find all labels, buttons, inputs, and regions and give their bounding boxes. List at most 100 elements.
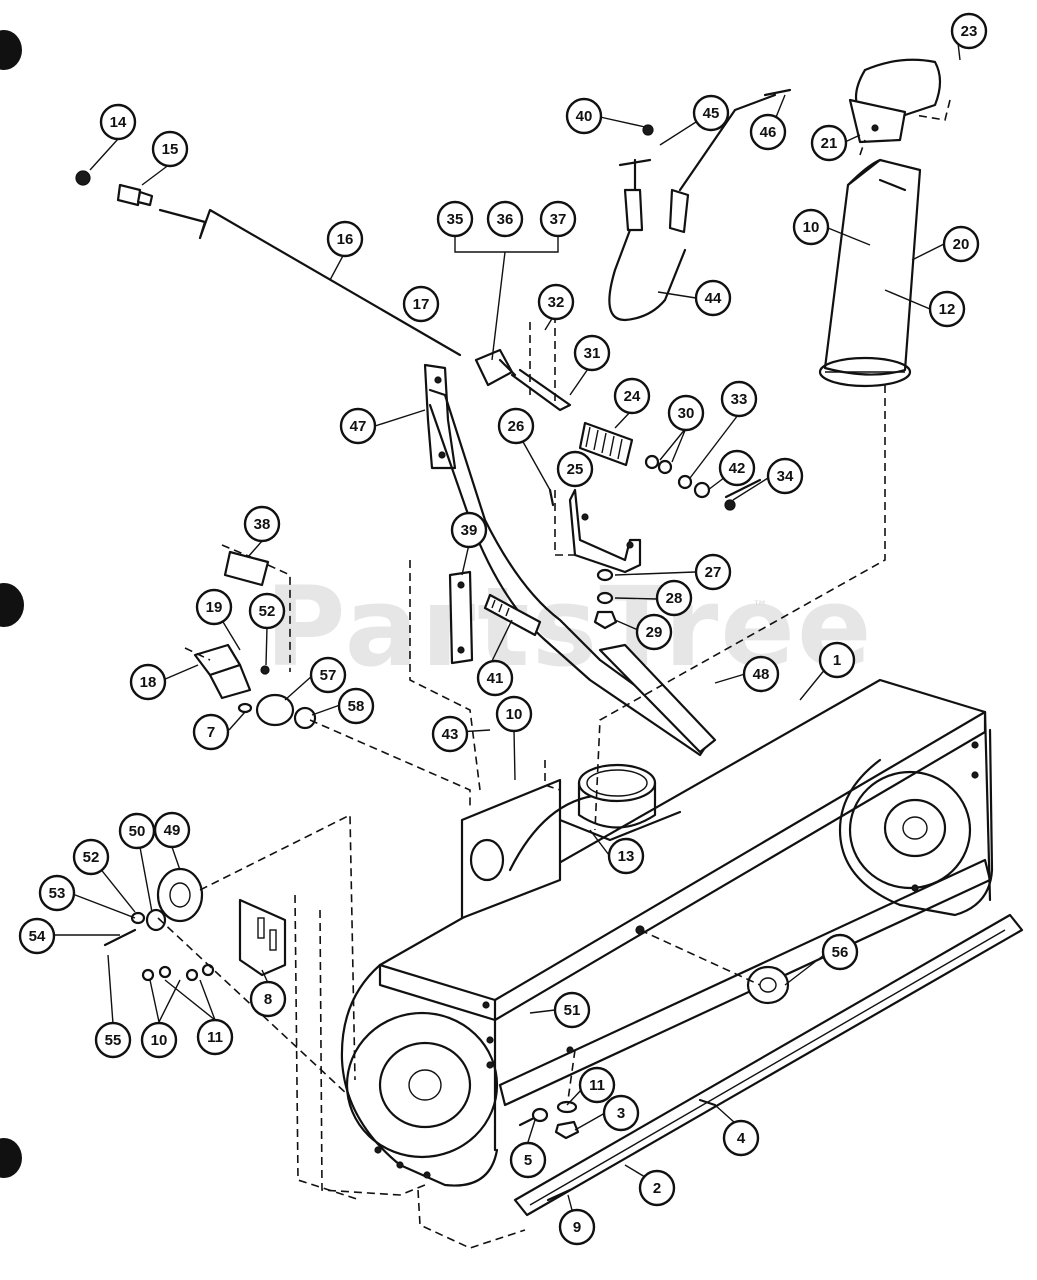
callout-4: 4 <box>722 1119 760 1157</box>
callout-label-54: 54 <box>29 928 46 945</box>
callout-27: 27 <box>694 553 732 591</box>
callout-45: 45 <box>692 94 730 132</box>
callout-50: 50 <box>118 812 156 850</box>
callout-26: 26 <box>497 407 535 445</box>
callout-label-15: 15 <box>162 141 179 158</box>
crank-rod <box>75 170 462 357</box>
callout-label-57: 57 <box>320 667 337 684</box>
callout-label-56: 56 <box>832 944 849 961</box>
callout-15: 15 <box>151 130 189 168</box>
callout-label-10c: 10 <box>151 1032 168 1049</box>
callout-21: 21 <box>810 124 848 162</box>
callout-label-53: 53 <box>49 885 66 902</box>
callout-2: 2 <box>638 1169 676 1207</box>
callout-label-46: 46 <box>760 124 777 141</box>
callout-5: 5 <box>509 1141 547 1179</box>
callout-47: 47 <box>339 407 377 445</box>
callout-label-4: 4 <box>737 1130 746 1147</box>
callout-8: 8 <box>249 980 287 1018</box>
callout-label-45: 45 <box>703 105 720 122</box>
callout-11-a: 11 <box>196 1018 234 1056</box>
callout-54: 54 <box>18 917 56 955</box>
callout-label-31: 31 <box>584 345 601 362</box>
callout-label-50: 50 <box>129 823 146 840</box>
callout-label-37: 37 <box>550 211 567 228</box>
callout-46: 46 <box>749 113 787 151</box>
callout-31: 31 <box>573 334 611 372</box>
universal-joint-upper <box>474 348 517 387</box>
callout-29: 29 <box>635 613 673 651</box>
callout-23: 23 <box>950 12 988 50</box>
callout-label-8: 8 <box>264 991 272 1008</box>
callout-label-26: 26 <box>508 418 525 435</box>
callout-label-34: 34 <box>777 468 794 485</box>
callout-24: 24 <box>613 377 651 415</box>
callout-56: 56 <box>821 933 859 971</box>
callout-bubbles: 1 2 3 4 5 7 8 9 10 10 10 11 11 12 13 14 … <box>18 12 988 1246</box>
callout-label-23: 23 <box>961 23 978 40</box>
leader-lines <box>46 42 961 1211</box>
callout-label-48: 48 <box>753 666 770 683</box>
callout-label-20: 20 <box>953 236 970 253</box>
callout-label-35: 35 <box>447 211 464 228</box>
watermark-trademark: ™ <box>752 597 768 616</box>
callout-label-39: 39 <box>461 522 478 539</box>
callout-49: 49 <box>153 811 191 849</box>
callout-label-7: 7 <box>207 724 215 741</box>
callout-42: 42 <box>718 449 756 487</box>
callout-37: 37 <box>539 200 577 238</box>
callout-label-11b: 11 <box>589 1077 605 1094</box>
callout-33: 33 <box>720 380 758 418</box>
callout-18: 18 <box>129 663 167 701</box>
watermark-brand: PartsTree <box>265 563 874 691</box>
lower-u-joint <box>193 550 317 730</box>
callout-7: 7 <box>192 713 230 751</box>
bottom-hardware <box>518 1098 717 1202</box>
worm-shaft <box>510 368 762 511</box>
callout-label-40: 40 <box>576 108 593 125</box>
callout-20: 20 <box>942 225 980 263</box>
callout-51: 51 <box>553 991 591 1029</box>
callout-label-52a: 52 <box>259 603 276 620</box>
callout-label-10b: 10 <box>506 706 523 723</box>
callout-10-c: 10 <box>140 1021 178 1059</box>
crank-bracket <box>423 363 717 757</box>
callout-label-30: 30 <box>678 405 695 422</box>
callout-11-b: 11 <box>578 1066 616 1104</box>
callout-label-24: 24 <box>624 388 641 405</box>
callout-label-21: 21 <box>821 135 838 152</box>
callout-label-44: 44 <box>705 290 722 307</box>
callout-label-42: 42 <box>729 460 746 477</box>
callout-label-10a: 10 <box>803 219 820 236</box>
scan-punch-holes <box>0 30 24 1178</box>
callout-label-28: 28 <box>666 590 683 607</box>
callout-label-29: 29 <box>646 624 663 641</box>
callout-label-19: 19 <box>206 599 223 616</box>
callout-label-9: 9 <box>573 1219 581 1236</box>
callout-12: 12 <box>928 290 966 328</box>
callout-48: 48 <box>742 655 780 693</box>
callout-28: 28 <box>655 579 693 617</box>
callout-label-49: 49 <box>164 822 181 839</box>
callout-55: 55 <box>94 1021 132 1059</box>
callout-52-b: 52 <box>72 838 110 876</box>
scraper-bar <box>513 913 1024 1217</box>
callout-label-43: 43 <box>442 726 459 743</box>
callout-label-36: 36 <box>497 211 514 228</box>
callout-17: 17 <box>402 285 440 323</box>
discharge-chute <box>818 158 922 388</box>
callout-label-55: 55 <box>105 1032 122 1049</box>
callout-label-11a: 11 <box>207 1029 223 1046</box>
callout-label-52b: 52 <box>83 849 100 866</box>
callout-40: 40 <box>565 97 603 135</box>
spacer-plate <box>448 570 542 665</box>
callout-label-51: 51 <box>564 1002 581 1019</box>
callout-13: 13 <box>607 837 645 875</box>
chute-deflector <box>848 58 942 144</box>
callout-label-17: 17 <box>413 296 430 313</box>
cable-assembly <box>608 88 792 322</box>
callout-label-18: 18 <box>140 674 157 691</box>
support-bracket <box>548 488 642 630</box>
callout-19: 19 <box>195 588 233 626</box>
